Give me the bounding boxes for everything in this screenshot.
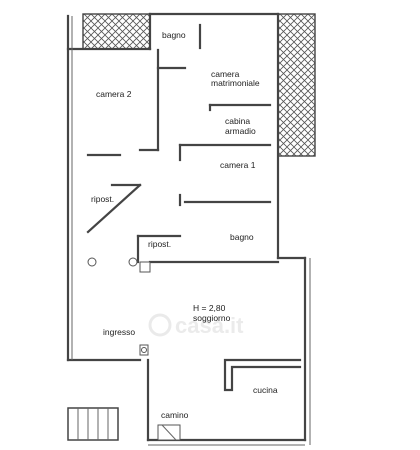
balcony-right [277, 13, 316, 157]
exterior-walls [66, 12, 311, 446]
label-ripost-center: ripost. [148, 239, 171, 249]
fixtures [87, 257, 181, 441]
label-bagno-top: bagno [162, 30, 186, 40]
balcony-top-left [82, 13, 151, 50]
svg-text:casa.it: casa.it [175, 313, 244, 338]
label-camera1: camera 1 [220, 160, 256, 170]
label-armadio: armadio [225, 126, 256, 136]
watermark-logo: casa.it [148, 313, 244, 338]
interior-walls [86, 23, 280, 264]
label-camera-matrimoniale-1: camera [211, 69, 240, 79]
label-camera2: camera 2 [96, 89, 132, 99]
label-height: H = 2,80 [193, 303, 226, 313]
kitchen-counter [223, 358, 302, 392]
label-cucina: cucina [253, 385, 278, 395]
label-ripost-left: ripost. [91, 194, 114, 204]
label-cabina: cabina [225, 116, 250, 126]
label-camino: camino [161, 410, 189, 420]
label-soggiorno: soggiorno [193, 313, 231, 323]
label-ingresso: ingresso [103, 327, 135, 337]
label-bagno-mid: bagno [230, 232, 254, 242]
label-camera-matrimoniale-2: matrimoniale [211, 78, 260, 88]
staircase [67, 407, 119, 441]
